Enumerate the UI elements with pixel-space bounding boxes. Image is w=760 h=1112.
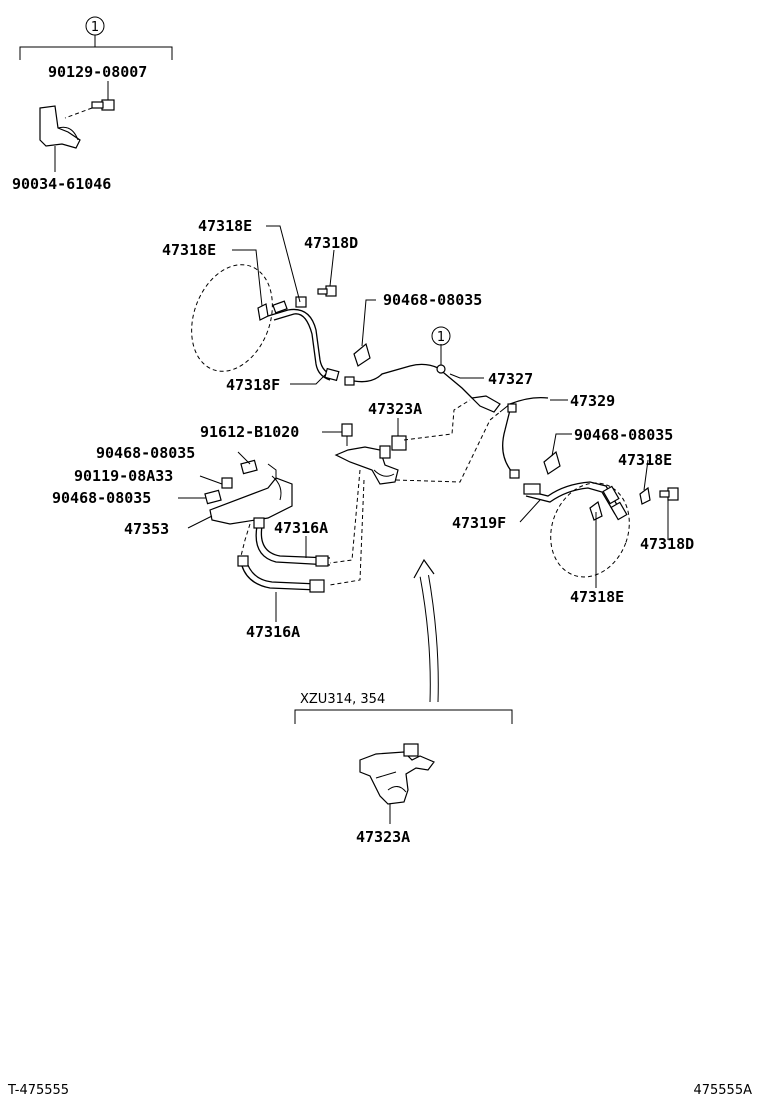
- flex-hose-47316A-upper: [255, 525, 331, 566]
- label-90468-08035-c[interactable]: 90468-08035: [574, 426, 673, 444]
- label-90468-08035-d[interactable]: 90468-08035: [52, 489, 151, 507]
- footer-right-code: 475555A: [693, 1083, 752, 1098]
- label-47329[interactable]: 47329: [570, 392, 615, 410]
- label-47327[interactable]: 47327: [488, 370, 533, 388]
- clip-icon: [353, 342, 371, 367]
- bolt-47318D-icon: [317, 285, 337, 297]
- label-47353[interactable]: 47353: [124, 520, 169, 538]
- label-47323A-b[interactable]: 47323A: [356, 828, 410, 846]
- label-47323A-a[interactable]: 47323A: [368, 400, 422, 418]
- kit-circle-ref-text: 1: [91, 20, 99, 35]
- label-90468-08035-b[interactable]: 90468-08035: [96, 444, 195, 462]
- variant-bracket: [294, 709, 513, 724]
- label-91612-B1020[interactable]: 91612-B1020: [200, 423, 299, 441]
- variant-model-note: XZU314, 354: [300, 692, 385, 707]
- right-flex-hose: [523, 481, 621, 511]
- arrow-shaft: [427, 571, 439, 703]
- label-47318D-a[interactable]: 47318D: [304, 234, 358, 252]
- left-brake-drum-outline: [191, 264, 273, 372]
- flex-hose-47316A-lower: [241, 565, 319, 591]
- right-brake-assembly: [523, 450, 679, 578]
- bracket-47353: [204, 459, 293, 525]
- footer-left-code: T-475555: [7, 1083, 69, 1098]
- label-47318E-b[interactable]: 47318E: [162, 241, 216, 259]
- label-90129-08007[interactable]: 90129-08007: [48, 63, 147, 81]
- main-circle-ref-text: 1: [437, 330, 445, 345]
- kit-bracket: [19, 46, 173, 60]
- clamp-icon: [39, 105, 81, 149]
- variant-group: XZU314, 354 47323A: [294, 692, 513, 846]
- junction-block: [334, 435, 407, 485]
- bolt-47318D-right-icon: [659, 487, 679, 501]
- label-47316A-a[interactable]: 47316A: [274, 519, 328, 537]
- label-47316A-b[interactable]: 47316A: [246, 623, 300, 641]
- bolt-icon: [91, 99, 115, 111]
- label-47318E-a[interactable]: 47318E: [198, 217, 252, 235]
- kit-group: 1 90129-08007 90034-61046: [12, 16, 173, 193]
- arrow-head: [413, 558, 435, 579]
- label-47318E-c[interactable]: 47318E: [618, 451, 672, 469]
- label-47318F[interactable]: 47318F: [226, 376, 280, 394]
- main-circle-ref: [431, 326, 451, 346]
- bolt-91612-icon: [341, 423, 353, 437]
- label-47318D-b[interactable]: 47318D: [640, 535, 694, 553]
- label-90119-08A33[interactable]: 90119-08A33: [74, 467, 173, 485]
- right-brake-drum-outline: [550, 482, 630, 578]
- label-47318E-d[interactable]: 47318E: [570, 588, 624, 606]
- brake-pipe-main: [353, 363, 473, 399]
- label-90468-08035-a[interactable]: 90468-08035: [383, 291, 482, 309]
- left-brake-assembly: [191, 264, 371, 386]
- brake-pipe-right: [502, 409, 513, 473]
- label-47319F[interactable]: 47319F: [452, 514, 506, 532]
- variant-junction-block: [359, 743, 435, 805]
- label-90034-61046[interactable]: 90034-61046: [12, 175, 111, 193]
